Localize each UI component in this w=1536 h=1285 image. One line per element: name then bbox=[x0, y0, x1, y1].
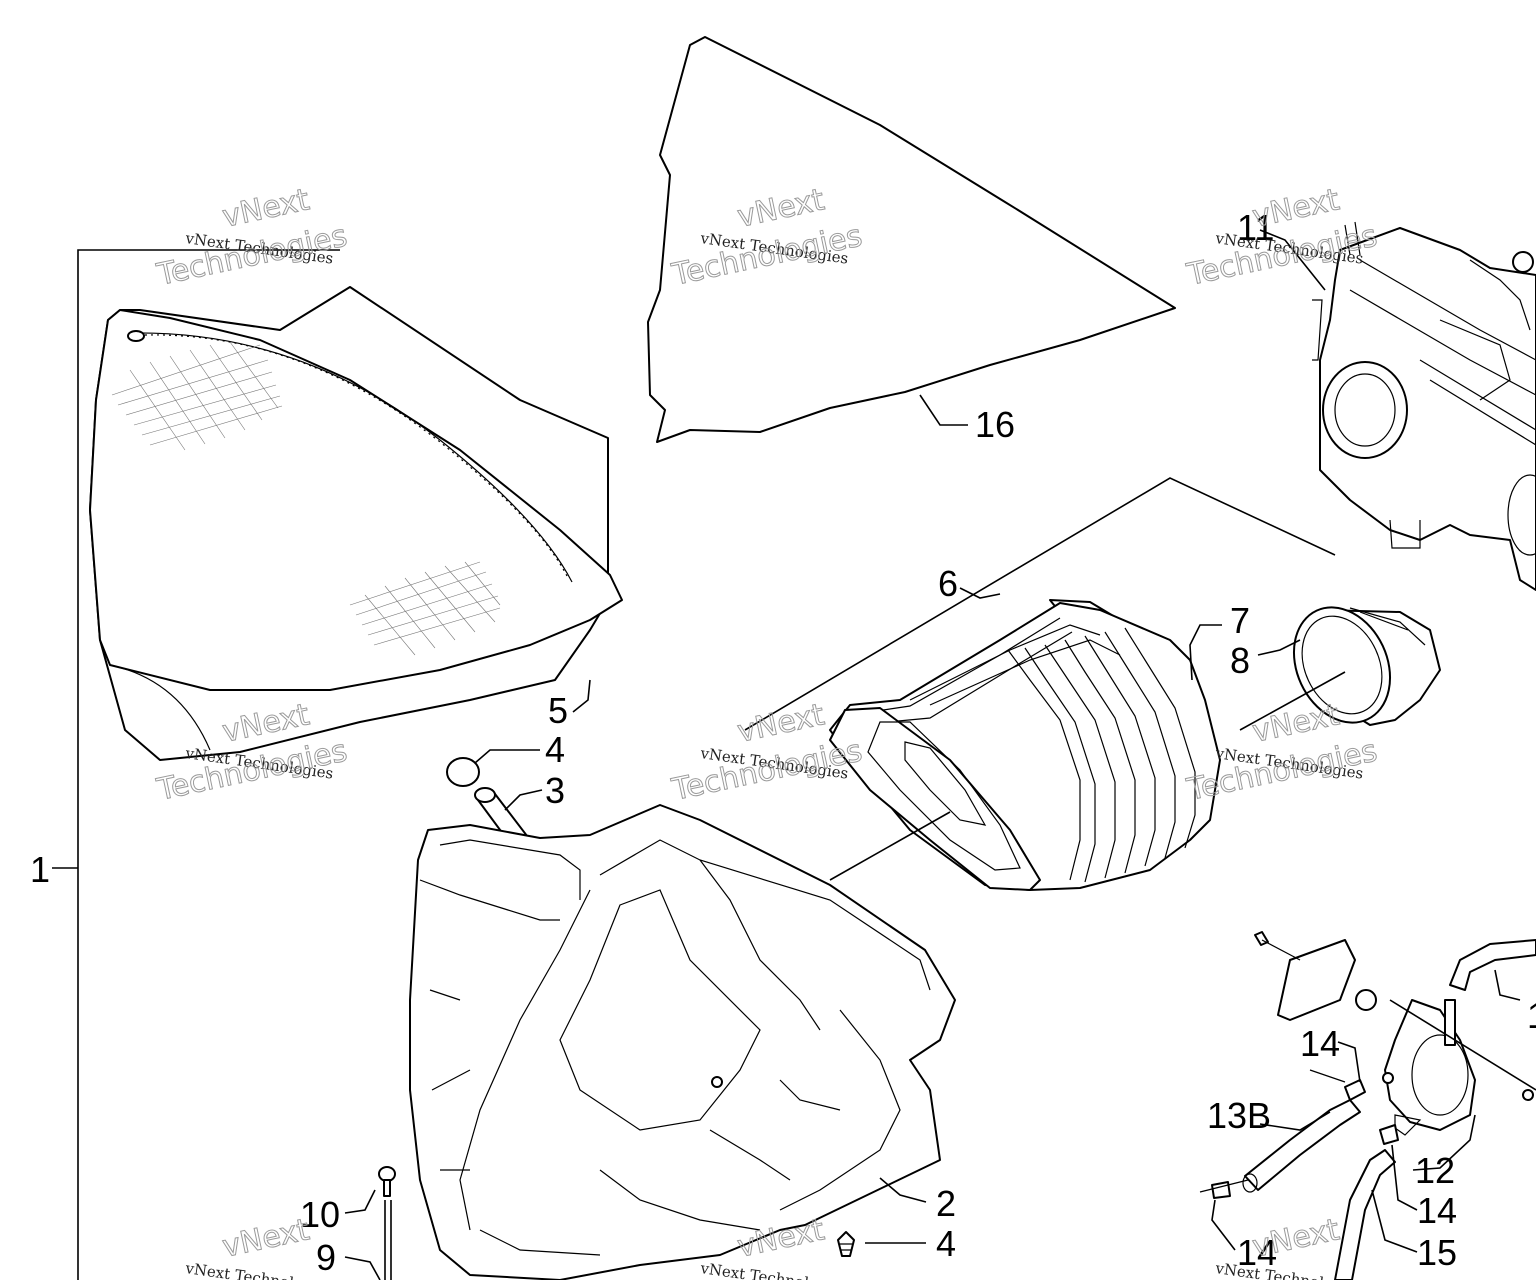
part-16-cover-panel bbox=[647, 36, 1176, 443]
part-hose-upper bbox=[1449, 939, 1536, 991]
part-15-hose bbox=[1334, 1149, 1396, 1281]
part-4-clip bbox=[837, 1231, 855, 1257]
svg-text:vNext: vNext bbox=[219, 1212, 312, 1265]
assembly-bracket bbox=[52, 249, 340, 1280]
leader-lines bbox=[344, 229, 1536, 1281]
callout-8: 8 bbox=[1230, 640, 1250, 681]
filter-mesh-lower bbox=[349, 561, 501, 656]
watermark: vNext vNext Technologies Technologies bbox=[668, 697, 866, 809]
callout-labels: 1 2 3 4 4 5 6 7 8 9 10 11 12 13B 14 14 1… bbox=[30, 207, 1536, 1278]
callout-12: 12 bbox=[1415, 1150, 1455, 1191]
callout-16: 16 bbox=[975, 404, 1015, 445]
callout-14-upper: 14 bbox=[1300, 1023, 1340, 1064]
part-10-fastener bbox=[378, 1166, 396, 1280]
part-4-plug bbox=[446, 757, 480, 787]
callout-3: 3 bbox=[545, 770, 565, 811]
svg-text:vNext: vNext bbox=[1249, 1212, 1342, 1265]
part-7-8-adapter-ring bbox=[1292, 606, 1441, 726]
callout-15: 15 bbox=[1417, 1232, 1457, 1273]
callout-6: 6 bbox=[938, 563, 958, 604]
part-12-pump bbox=[1384, 999, 1476, 1136]
callout-4-lower: 4 bbox=[936, 1223, 956, 1264]
filter-mesh-upper bbox=[111, 341, 283, 451]
callout-2: 2 bbox=[936, 1183, 956, 1224]
callout-14-right: 14 bbox=[1417, 1190, 1457, 1231]
callout-14-lower: 14 bbox=[1237, 1232, 1277, 1273]
part-11-throttle-body bbox=[1312, 221, 1536, 591]
part-13b-hose bbox=[1242, 1099, 1361, 1193]
svg-text:vNext Technologies: vNext Technologies bbox=[698, 1259, 849, 1280]
part-bracket bbox=[1254, 931, 1377, 1021]
watermark: vNext vNext Technologies Technologies bbox=[153, 182, 351, 294]
svg-text:vNext Technologies: vNext Technologies bbox=[183, 1259, 334, 1280]
callout-5: 5 bbox=[548, 690, 568, 731]
callout-9: 9 bbox=[316, 1237, 336, 1278]
callout-7: 7 bbox=[1230, 600, 1250, 641]
part-14-clamps bbox=[1199, 1069, 1399, 1199]
part-2-airbox bbox=[409, 804, 956, 1281]
callout-10: 10 bbox=[300, 1194, 340, 1235]
callout-1-right: 1 bbox=[1527, 995, 1536, 1036]
part-6-intake-boot bbox=[829, 599, 1221, 891]
callout-1: 1 bbox=[30, 849, 50, 890]
svg-text:Technologies: Technologies bbox=[668, 734, 865, 809]
svg-text:Technologies: Technologies bbox=[153, 219, 350, 294]
callout-4-upper: 4 bbox=[545, 729, 565, 770]
callout-11: 11 bbox=[1237, 207, 1274, 248]
callout-13b: 13B bbox=[1207, 1095, 1271, 1136]
part-5-filter-element bbox=[89, 286, 623, 761]
